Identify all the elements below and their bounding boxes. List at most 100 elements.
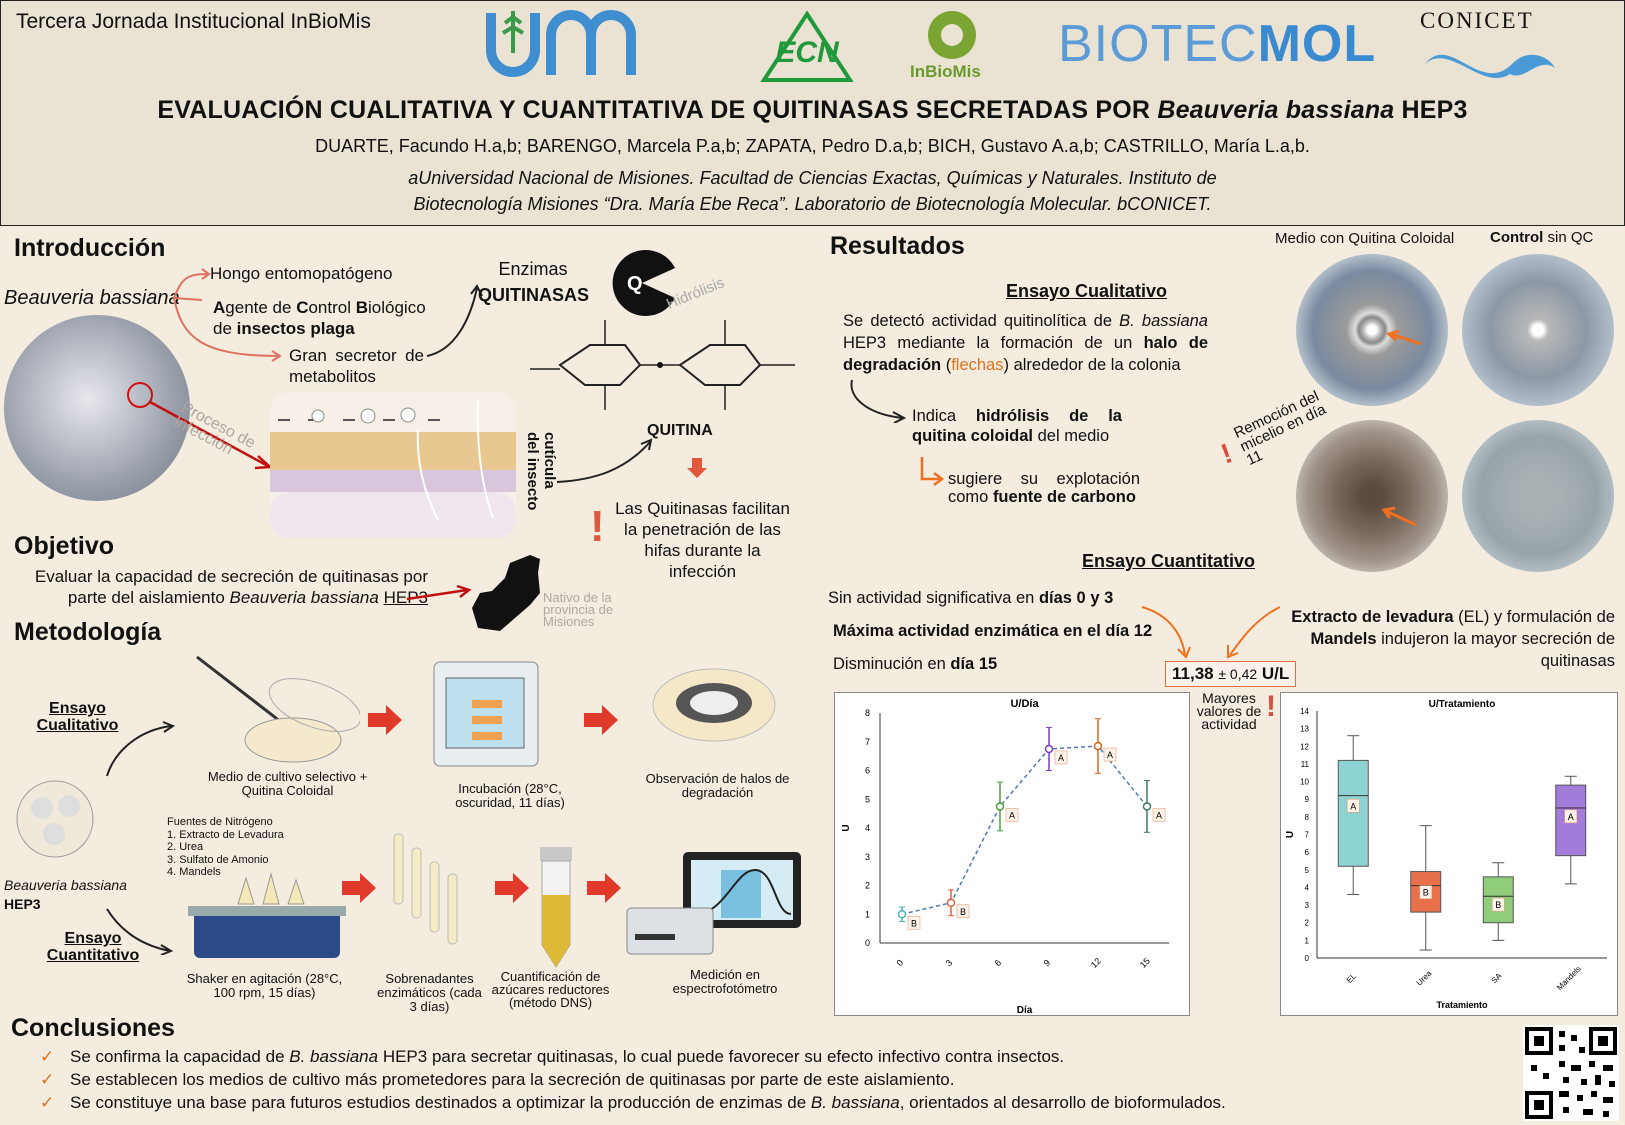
- x-tick-label: 9: [1042, 958, 1053, 969]
- x-axis-label: Tratamiento: [1436, 1000, 1488, 1010]
- y-tick-label: 11: [1301, 760, 1310, 769]
- arrow-down-cuant: [106, 908, 174, 955]
- step-b3-label: Cuantificación de azúcares reductores (m…: [491, 969, 610, 1010]
- y-tick-label: 8: [1305, 813, 1310, 822]
- down-arrow-icon: [687, 458, 707, 478]
- quantitative-assay-label: Ensayo Cuantitativo: [46, 930, 140, 964]
- y-tick-label: 5: [1305, 866, 1310, 875]
- letter-box: [1054, 750, 1068, 765]
- qualitative-heading: Ensayo Cualitativo: [1006, 281, 1168, 301]
- x-tick-label: EL: [1345, 971, 1359, 985]
- significance-letter: B: [1423, 888, 1429, 898]
- sugiere-arrow: [920, 457, 945, 486]
- qr-code-icon[interactable]: [1523, 1025, 1619, 1121]
- removal-exclamation-icon: !: [1216, 437, 1237, 470]
- significance-letter: A: [1058, 753, 1064, 763]
- inbiomis-logo-gear: [928, 11, 976, 59]
- box: [1337, 759, 1369, 867]
- objective-text: Evaluar la capacidad de secreción de qui…: [34, 567, 428, 607]
- chitinase-role-text: Las Quitinasas facilitan la penetración …: [615, 499, 790, 581]
- data-point: [995, 802, 1005, 811]
- x-tick-label: 6: [993, 958, 1004, 969]
- series-line: [901, 745, 1148, 915]
- native-label: Nativo de la provincia de Misiones: [543, 590, 614, 629]
- sugiere-text: sugiere su explotación como fuente de ca…: [948, 470, 1140, 506]
- incubator-icon: [433, 661, 539, 767]
- y-tick-label: 4: [865, 823, 870, 833]
- methodology-heading: Metodología: [14, 618, 162, 646]
- y-tick-label: 3: [865, 852, 870, 862]
- y-tick-label: 0: [865, 938, 870, 948]
- step-2-label: Incubación (28°C, oscuridad, 11 días): [455, 781, 565, 810]
- plate-label-medium: Medio con Quitina Coloidal: [1275, 230, 1455, 247]
- chart-activity-by-treatment: U/Tratamiento01234567891011121314UTratam…: [1280, 692, 1618, 1016]
- x-tick-label: 0: [895, 958, 906, 969]
- petri-dish-colonies: [16, 780, 94, 858]
- dns-tube-icon: [540, 847, 572, 968]
- y-tick-label: 4: [1305, 883, 1310, 892]
- red-arrow-5: [587, 873, 621, 903]
- qualitative-text: Se detectó actividad quitinolítica de B.…: [843, 312, 1208, 374]
- plate-qc-day-halo: [1296, 254, 1448, 406]
- data-point: [1093, 741, 1103, 751]
- letter-box: [1491, 897, 1505, 912]
- affiliation-line-1: aUniversidad Nacional de Misiones. Facul…: [408, 168, 1217, 188]
- cuticle-diagram: [270, 392, 516, 538]
- y-tick-label: 5: [865, 794, 870, 804]
- plate-qc-removed-mycelium: [1296, 420, 1448, 572]
- svg-text:Q: Q: [627, 273, 643, 295]
- results-heading: Resultados: [830, 232, 965, 260]
- plate-control-1: [1462, 254, 1614, 406]
- result-no-activity: Sin actividad significativa en días 0 y …: [828, 589, 1114, 607]
- cuticle-label: cutícula del insecto: [524, 432, 558, 511]
- poster-header: [0, 0, 1625, 226]
- x-tick-label: 12: [1089, 956, 1103, 970]
- spectrophotometer-icon: [626, 852, 801, 955]
- chitinase-pacman-icon: Q: [612, 250, 675, 316]
- plate-label-control: Control sin QC: [1490, 229, 1594, 246]
- indica-arrow: [850, 379, 907, 423]
- svg-text:ECN: ECN: [775, 36, 840, 69]
- red-arrow-1: [368, 705, 402, 735]
- y-tick-label: 2: [865, 881, 870, 891]
- red-arrow-3: [342, 873, 376, 903]
- x-tick-label: Urea: [1415, 969, 1434, 988]
- chitin-label: QUITINA: [647, 422, 713, 439]
- conclusion-3: Se constituye una base para futuros estu…: [40, 1093, 1226, 1112]
- x-tick-label: SA: [1490, 971, 1504, 985]
- y-tick-label: 12: [1300, 742, 1309, 751]
- higher-values-note: Mayores valores de actividad: [1196, 690, 1262, 732]
- y-tick-label: 6: [865, 766, 870, 776]
- quantitative-heading: Ensayo Cuantitativo: [1082, 551, 1256, 571]
- y-tick-label: 9: [1305, 795, 1310, 804]
- step-b1-label: Shaker en agitación (28°C, 100 rpm, 15 d…: [186, 971, 343, 1000]
- intro-bullet-1: Hongo entomopatógeno: [210, 264, 393, 283]
- conclusions-heading: Conclusiones: [11, 1014, 175, 1042]
- biotecmol-logo: BIOTECMOL: [1058, 15, 1377, 73]
- y-tick-label: 10: [1300, 778, 1309, 787]
- supernatant-tubes-icon: [393, 833, 458, 945]
- authors: DUARTE, Facundo H.a,b; BARENGO, Marcela …: [315, 136, 1310, 156]
- y-tick-label: 2: [1305, 919, 1310, 928]
- shaker-icon: [188, 872, 346, 958]
- x-tick-label: 15: [1138, 956, 1152, 970]
- value-callout-arrows: [1141, 606, 1281, 659]
- significance-letter: A: [1350, 801, 1356, 811]
- step-1-label: Medio de cultivo selectivo + Quitina Col…: [207, 769, 368, 798]
- plate-control-2: [1462, 420, 1614, 572]
- data-point: [1044, 744, 1054, 754]
- conclusion-1: Se confirma la capacidad de B. bassiana …: [40, 1047, 1226, 1066]
- y-tick-label: 8: [865, 708, 870, 718]
- conclusions-list: Se confirma la capacidad de B. bassiana …: [40, 1047, 1226, 1116]
- x-tick-label: 3: [944, 958, 955, 969]
- objective-heading: Objetivo: [14, 532, 115, 560]
- intro-species: Beauveria bassiana: [4, 287, 180, 309]
- conclusion-2: Se establecen los medios de cultivo más …: [40, 1070, 1226, 1089]
- significance-letter: A: [1009, 810, 1015, 820]
- intro-heading: Introducción: [14, 234, 166, 262]
- significance-letter: B: [960, 907, 966, 917]
- y-tick-label: 7: [1305, 831, 1310, 840]
